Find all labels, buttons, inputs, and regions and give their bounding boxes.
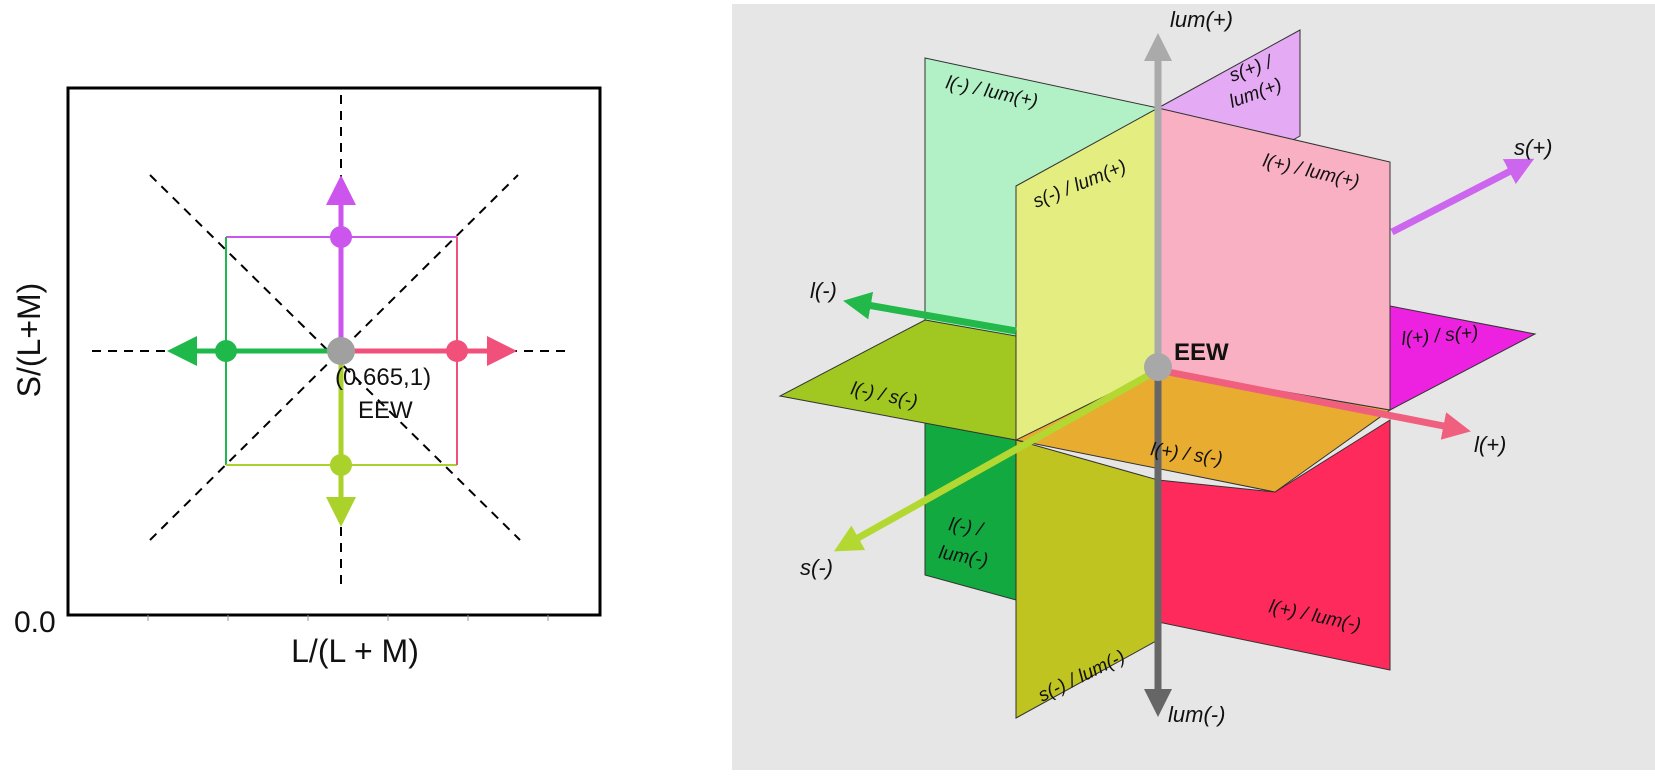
right-panel: EEW lum(+) lum(-) s(+) s(-) l(+) l(-) l(… (732, 4, 1655, 770)
dot-l-minus (215, 340, 237, 362)
dot-s-minus (330, 454, 352, 476)
axis-l-plus (1157, 366, 1471, 440)
left-panel: (0.665,1) EEW L/(L + M) S/(L+M) 0.0 (11, 86, 602, 669)
point-name-label: EEW (358, 397, 413, 424)
y-axis-title: S/(L+M) (11, 283, 47, 398)
dot-eew (327, 337, 355, 365)
dot-s-plus (330, 226, 352, 248)
axis-label-l-minus: l(-) (810, 278, 837, 303)
x-axis-ticks (147, 615, 549, 621)
plane-l-minus-lum-minus (924, 419, 1017, 601)
axis-label-l-plus: l(+) (1474, 432, 1506, 457)
axis-s-plus (1390, 158, 1535, 236)
dot-l-plus (446, 340, 468, 362)
x-axis-title: L/(L + M) (291, 633, 419, 669)
axis-l-minus (843, 291, 1017, 335)
point-coordinate-label: (0.665,1) (335, 364, 431, 391)
origin-dot (1144, 353, 1172, 381)
axis-s-minus (833, 366, 1160, 552)
axis-label-s-minus: s(-) (800, 555, 833, 580)
origin-label: EEW (1174, 339, 1229, 366)
origin-label: 0.0 (14, 606, 56, 639)
axis-label-lum-plus: lum(+) (1170, 7, 1233, 32)
axis-label-s-plus: s(+) (1514, 135, 1553, 160)
axis-label-lum-minus: lum(-) (1168, 702, 1225, 727)
